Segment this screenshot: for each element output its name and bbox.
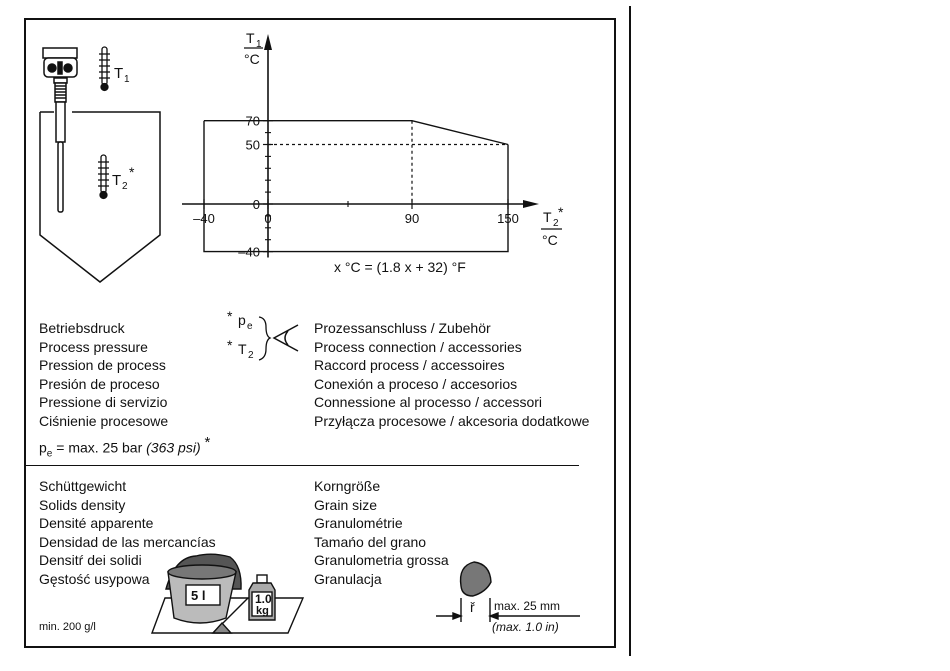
x-tick-label: 0 — [264, 211, 271, 226]
grain-radius-label: ř — [470, 599, 475, 615]
min-density: min. 200 g/l — [39, 621, 96, 633]
grain-label-en: Grain size — [314, 496, 378, 513]
y-tick-label: 70 — [246, 114, 260, 129]
envelope-outline — [203, 120, 509, 253]
eye-icon — [272, 324, 299, 352]
y-axis-unit-symbol: T — [246, 30, 255, 46]
density-label-it: Densitŕ dei solidi — [39, 552, 142, 569]
connection-label-it: Connessione al processo / accessori — [314, 394, 543, 411]
sensor-icon — [42, 47, 78, 213]
x-axis-unit-subscript: 2 — [553, 218, 559, 229]
density-labels: Schüttgewicht Solids density Densité app… — [39, 477, 216, 589]
grain-max-in: (max. 1.0 in) — [492, 620, 559, 634]
thermometer-t1-icon — [99, 46, 110, 92]
connection-label-es: Conexión a proceso / accesorios — [314, 375, 518, 392]
grain-label-pl: Granulacja — [314, 570, 382, 587]
pressure-label-en: Process pressure — [39, 338, 148, 355]
pe-symbol: p — [238, 312, 246, 328]
t1-label: T — [114, 65, 123, 82]
pressure-labels: Betriebsdruck Process pressure Pression … — [39, 319, 168, 431]
t1-subscript: 1 — [124, 74, 130, 85]
vessel-outline — [39, 111, 161, 283]
connection-label-de: Prozessanschluss / Zubehör — [314, 320, 491, 336]
section-divider — [26, 465, 579, 466]
grain-label-fr: Granulométrie — [314, 515, 403, 532]
page-right-rule — [629, 6, 631, 656]
conversion-formula: x °C = (1.8 x + 32) °F — [334, 259, 466, 275]
x-tick-label: 90 — [405, 211, 419, 226]
density-label-pl: Gęstość usypowa — [39, 570, 150, 587]
t2-label: T — [112, 172, 121, 189]
pe-star: * — [227, 308, 233, 324]
brace-icon — [258, 316, 272, 361]
t2-symbol-subscript: 2 — [248, 350, 254, 361]
connection-labels: Prozessanschluss / Zubehör Process conne… — [314, 319, 589, 431]
x-tick-label: 150 — [497, 211, 519, 226]
grain-labels: Korngröße Grain size Granulométrie Tamań… — [314, 477, 449, 589]
t2-symbol: T — [238, 341, 247, 357]
pressure-label-it: Pressione di servizio — [39, 394, 168, 411]
density-label-de: Schüttgewicht — [39, 478, 127, 494]
grain-icon — [436, 561, 580, 622]
max-pressure-symbol: p — [39, 439, 47, 456]
grain-label-it: Granulometria grossa — [314, 552, 449, 569]
pressure-label-de: Betriebsdruck — [39, 320, 125, 336]
max-pressure: pe = max. 25 bar (363 psi) * — [39, 434, 210, 464]
y-tick-label: 50 — [246, 138, 260, 153]
x-axis-unit-celsius: °C — [542, 232, 558, 248]
x-axis-arrow — [523, 200, 539, 208]
max-pressure-star: * — [204, 434, 211, 451]
pressure-label-fr: Pression de process — [39, 357, 166, 374]
diagram-frame — [24, 18, 616, 648]
x-axis-unit-symbol: T — [543, 209, 552, 225]
weight-unit: kg — [256, 605, 269, 617]
bucket-icon — [165, 553, 242, 624]
density-label-es: Densidad de las mercancías — [39, 533, 216, 550]
thermometer-t2-icon — [98, 154, 109, 200]
connection-label-pl: Przyłącza procesowe / akcesoria dodatkow… — [314, 412, 590, 429]
weight-value: 1.0 — [255, 592, 272, 606]
y-axis-arrow — [264, 34, 272, 50]
kg-weight-icon — [248, 574, 276, 621]
pressure-label-pl: Ciśnienie procesowe — [39, 412, 169, 429]
temperature-limit-line — [268, 119, 509, 146]
density-label-en: Solids density — [39, 496, 126, 513]
x-axis-unit-star: * — [558, 204, 564, 220]
x-tick-label: –40 — [193, 211, 215, 226]
connection-label-en: Process connection / accessories — [314, 338, 522, 355]
density-label-fr: Densité apparente — [39, 515, 154, 532]
max-pressure-value: = max. 25 bar — [52, 439, 147, 456]
t2-star: * — [129, 164, 135, 180]
max-pressure-subscript: e — [46, 448, 53, 460]
y-tick-label: –40 — [238, 245, 260, 260]
y-tick-label: 0 — [253, 197, 260, 212]
y-axis-unit-subscript: 1 — [256, 39, 262, 50]
bucket-volume-label: 5 l — [191, 588, 205, 603]
grain-label-de: Korngröße — [314, 478, 381, 494]
grain-max-mm: max. 25 mm — [494, 599, 560, 613]
grain-label-es: Tamańo del grano — [314, 533, 427, 550]
t2-subscript: 2 — [122, 181, 128, 192]
t2-symbol-star: * — [227, 337, 233, 353]
connection-label-fr: Raccord process / accessoires — [314, 357, 505, 374]
graph-layer: 70 50 0 –40 –40 0 90 150 — [182, 34, 539, 260]
y-axis-unit-celsius: °C — [244, 51, 260, 67]
pressure-label-es: Presión de proceso — [39, 375, 160, 392]
max-pressure-psi: (363 psi) — [146, 439, 201, 456]
pe-subscript: e — [247, 321, 253, 332]
